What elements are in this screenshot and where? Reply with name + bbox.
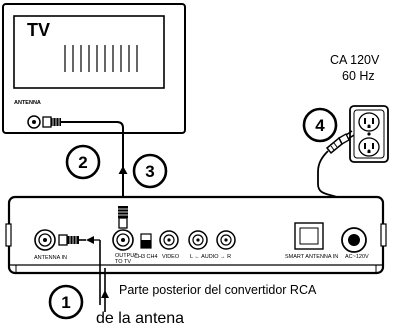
output-coax-plug	[118, 206, 128, 229]
antenna-in-label: ANTENNA IN	[34, 255, 67, 261]
tv-antenna-label: ANTENNA	[14, 100, 41, 106]
smart-antenna-port	[294, 222, 324, 250]
video-jack	[159, 230, 179, 250]
wall-outlet	[349, 105, 389, 163]
video-label: VIDEO	[162, 254, 180, 260]
left-arrow-icon	[86, 236, 94, 244]
smart-antenna-label: SMART ANTENNA IN	[285, 254, 338, 260]
audio-right-jack	[216, 230, 236, 250]
step-4-badge: 4	[302, 107, 338, 143]
up-arrow-icon	[101, 290, 109, 298]
tv-screen-lines	[64, 45, 138, 72]
svg-text:2: 2	[78, 153, 87, 172]
tv-label: TV	[27, 20, 50, 40]
ac-label: AC~120V	[345, 254, 369, 260]
tv-set: TV ANTENNA	[2, 3, 186, 134]
output-to-tv-jack	[112, 229, 134, 251]
power-voltage-label: CA 120V	[330, 53, 380, 67]
svg-text:1: 1	[61, 293, 70, 312]
audio-label: L ← AUDIO → R	[190, 254, 231, 260]
up-arrow-icon	[118, 166, 128, 174]
audio-left-jack	[188, 230, 208, 250]
step-1-badge: 1	[48, 284, 84, 320]
step-2-badge: 2	[65, 144, 101, 180]
svg-text:3: 3	[145, 162, 154, 181]
output-label-line2: TO TV	[115, 259, 131, 265]
antenna-coax-plug	[58, 234, 79, 246]
output-label-line1: OUTPUT	[115, 253, 138, 259]
power-plug	[325, 130, 355, 155]
antenna-caption: de la antena	[96, 310, 184, 327]
tv-coax-plug	[42, 116, 61, 128]
antenna-in-jack	[34, 229, 56, 251]
svg-text:4: 4	[315, 116, 325, 135]
ac-power-input	[341, 227, 367, 253]
converter-caption: Parte posterior del convertidor RCA	[119, 283, 317, 297]
channel-switch-label: CH3 CH4	[134, 254, 158, 260]
channel-switch	[140, 233, 152, 249]
step-3-badge: 3	[132, 153, 168, 189]
power-frequency-label: 60 Hz	[342, 69, 375, 83]
